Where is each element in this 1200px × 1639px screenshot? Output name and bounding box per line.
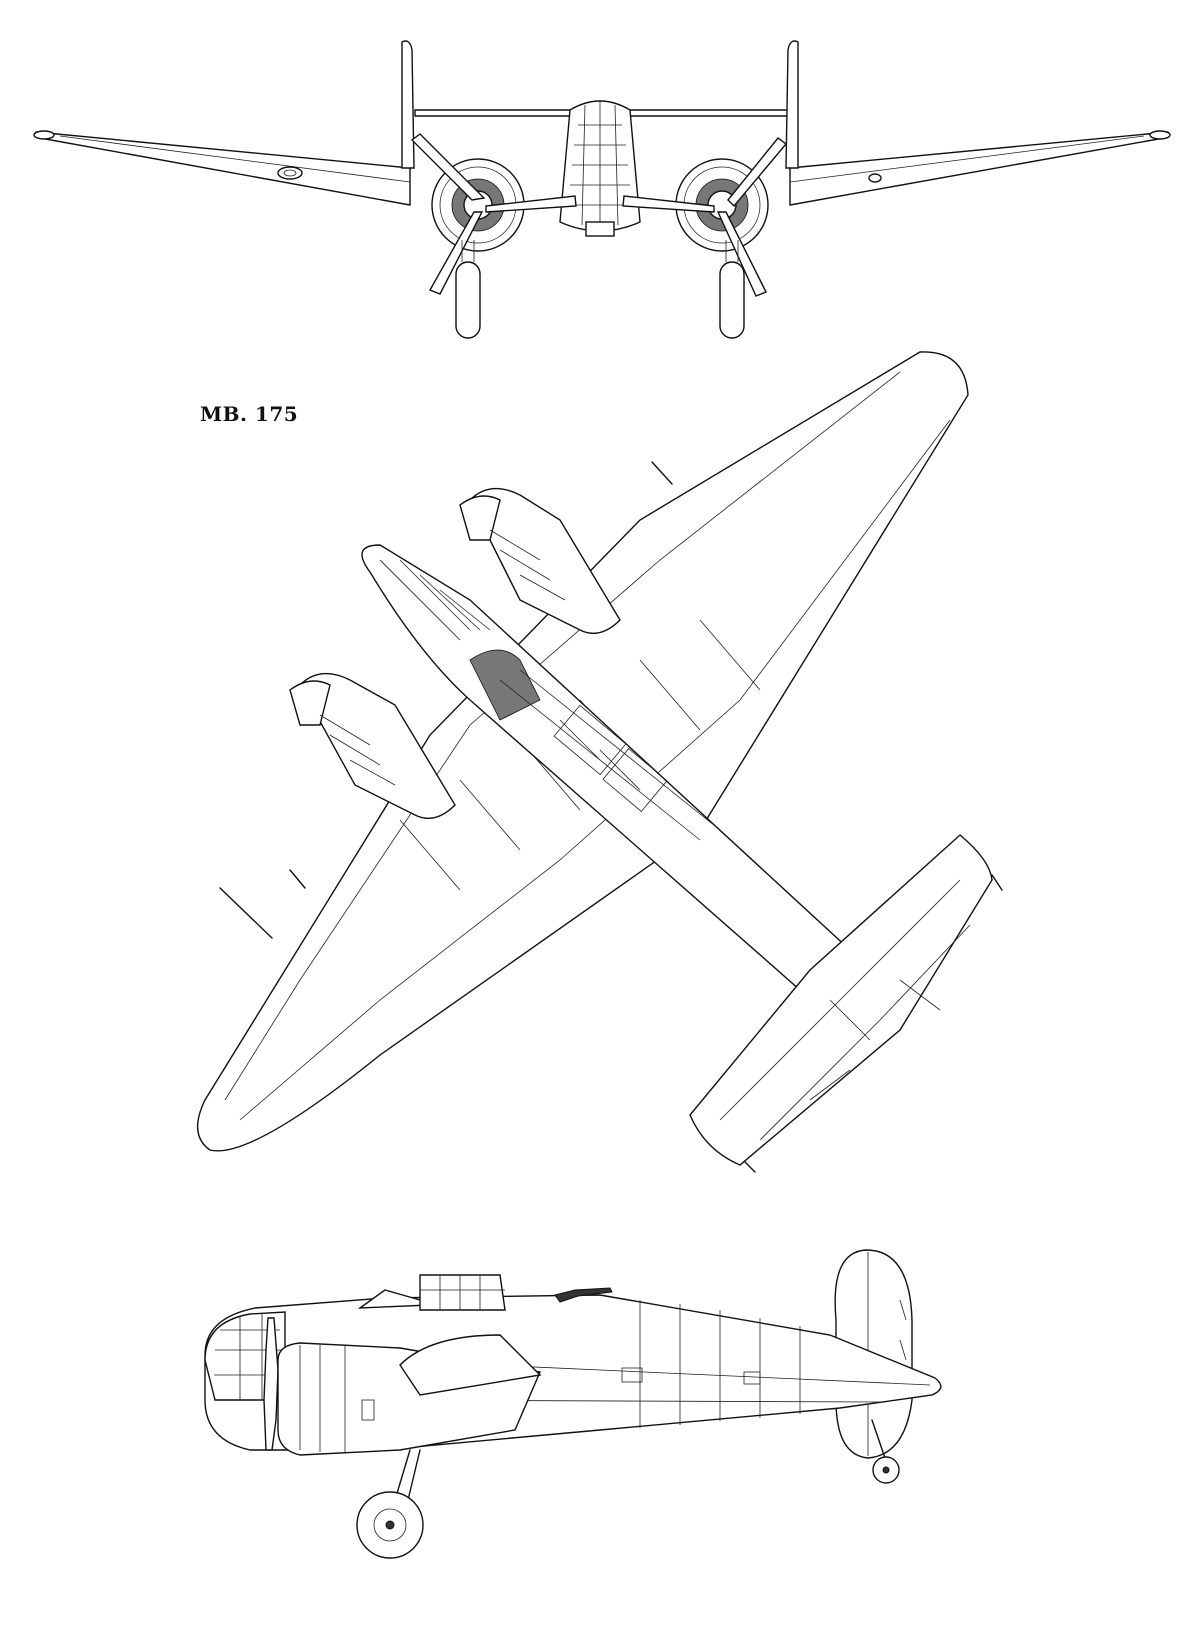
side-canopy	[419, 1274, 506, 1311]
side-wing-root	[399, 1334, 542, 1396]
front-left-wheel	[455, 261, 481, 339]
side-propeller	[263, 1317, 279, 1451]
top-tailplane	[689, 834, 993, 1166]
left-roundel	[277, 166, 303, 180]
front-right-prop-blade	[727, 137, 788, 208]
aircraft-designation-label: MB. 175	[200, 402, 299, 426]
front-right-engine	[622, 137, 788, 297]
top-view	[197, 351, 1003, 1173]
front-right-wing	[789, 131, 1169, 206]
front-left-prop-blade	[410, 133, 486, 201]
front-left-fin	[401, 40, 415, 169]
side-view	[204, 1249, 942, 1559]
front-left-wing	[35, 131, 411, 206]
top-upper-engine	[459, 487, 621, 634]
top-antenna	[219, 887, 273, 939]
front-view	[33, 40, 1171, 339]
front-right-fin	[785, 40, 799, 169]
side-rear-gun	[554, 1287, 613, 1303]
front-left-engine	[410, 133, 577, 295]
front-right-wheel	[719, 261, 745, 339]
top-lower-engine	[289, 672, 456, 819]
